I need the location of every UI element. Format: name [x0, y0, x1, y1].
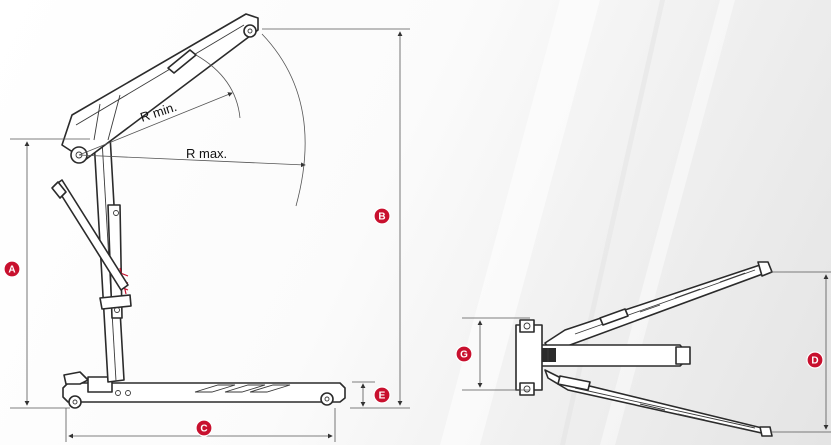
crane-side-view: [51, 13, 346, 409]
badge-c: C: [195, 419, 213, 437]
svg-text:G: G: [460, 350, 468, 361]
top-base-frame: [515, 324, 543, 391]
r-min-line: [78, 92, 233, 156]
boom: [61, 13, 259, 161]
badge-d: D: [806, 351, 824, 369]
badge-b: B: [373, 207, 391, 225]
r-max-label: R max.: [186, 146, 227, 161]
front-wheel: [320, 392, 334, 406]
r-max-line: [78, 154, 306, 168]
badge-a: A: [3, 260, 21, 278]
badge-g: G: [455, 345, 473, 363]
base-leg: [62, 382, 346, 403]
caster-handle: [63, 371, 89, 385]
hydraulic-ram: [107, 204, 123, 319]
top-dimensions: [462, 271, 831, 433]
badge-e: E: [373, 386, 391, 404]
svg-text:B: B: [378, 212, 385, 223]
background-sheen: [440, 0, 735, 445]
svg-text:D: D: [811, 356, 818, 367]
pump-handle: [54, 179, 129, 291]
svg-text:E: E: [379, 391, 386, 402]
svg-text:A: A: [8, 265, 15, 276]
crane-top-view: [515, 261, 773, 437]
rear-caster: [68, 395, 82, 409]
base-leg-slots: [194, 384, 291, 393]
r-min-arc: [195, 54, 241, 119]
svg-text:C: C: [200, 424, 207, 435]
pump-block: [99, 294, 132, 310]
r-max-arc: [261, 33, 306, 207]
hook-eye: [243, 24, 257, 38]
side-dimensions: [10, 28, 410, 442]
